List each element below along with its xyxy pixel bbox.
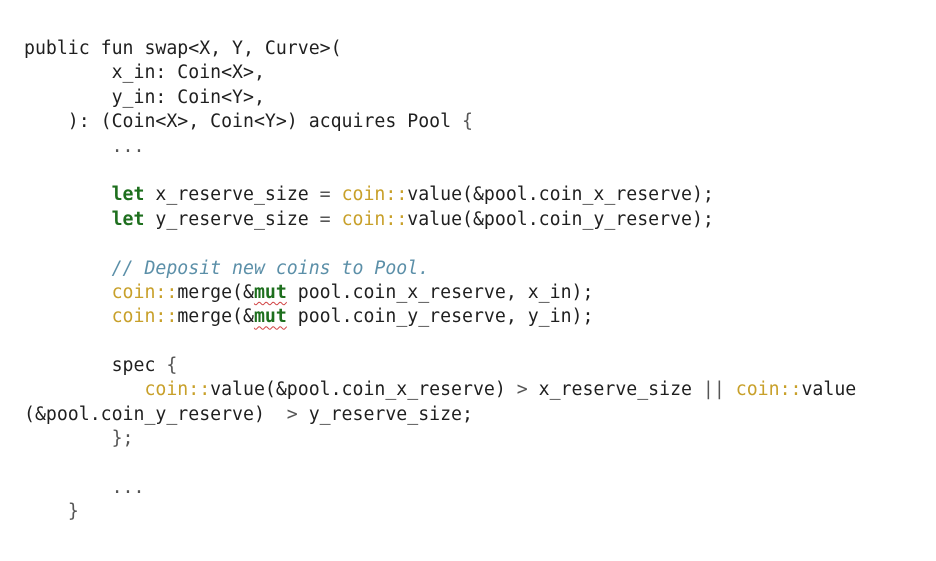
code-token: pool.coin_x_reserve, x_in); <box>286 281 594 303</box>
code-token: ... <box>24 477 145 499</box>
code-token: merge(& <box>177 281 254 303</box>
code-token <box>331 184 342 205</box>
code-token: y_reserve_size <box>144 208 320 230</box>
code-token: let <box>111 208 145 230</box>
code-line: coin::merge(&mut pool.coin_y_reserve, y_… <box>24 305 856 329</box>
code-token: (&pool.coin_y_reserve) <box>24 403 287 425</box>
code-line: let y_reserve_size = coin::value(&pool.c… <box>24 208 856 232</box>
code-line <box>24 232 856 256</box>
code-block: public fun swap<X, Y, Curve>( x_in: Coin… <box>24 37 856 525</box>
code-token <box>24 501 68 522</box>
code-token <box>24 379 144 400</box>
code-token: || <box>702 379 725 401</box>
code-token: coin:: <box>341 184 408 206</box>
code-line: spec { <box>24 354 856 378</box>
code-token: }; <box>111 428 134 450</box>
code-token <box>331 209 342 230</box>
code-line: ... <box>24 135 856 159</box>
code-line: ... <box>24 476 856 500</box>
code-token: value(&pool.coin_x_reserve); <box>407 184 714 206</box>
code-token: = <box>319 208 331 230</box>
code-token: let <box>111 184 145 206</box>
code-token: pool.coin_y_reserve, y_in); <box>286 306 594 328</box>
code-token: value(&pool.coin_x_reserve) <box>210 379 517 401</box>
code-line: coin::value(&pool.coin_x_reserve) > x_re… <box>24 378 856 402</box>
code-token: y_in: Coin<Y>, <box>24 86 265 108</box>
code-token <box>725 379 736 400</box>
code-line: ): (Coin<X>, Coin<Y>) acquires Pool { <box>24 110 856 134</box>
code-line: coin::merge(&mut pool.coin_x_reserve, x_… <box>24 281 856 305</box>
code-line: x_in: Coin<X>, <box>24 61 856 85</box>
code-token: { <box>462 111 473 133</box>
code-line: (&pool.coin_y_reserve) > y_reserve_size; <box>24 403 856 427</box>
code-line: public fun swap<X, Y, Curve>( <box>24 37 856 61</box>
code-token: } <box>67 501 79 523</box>
code-line: }; <box>24 427 856 451</box>
code-token: mut <box>253 281 287 303</box>
code-token: x_reserve_size <box>527 379 703 401</box>
code-token <box>24 258 112 279</box>
code-token: mut <box>253 306 287 328</box>
code-line <box>24 159 856 183</box>
code-token: coin:: <box>341 208 408 230</box>
code-line: } <box>24 500 856 524</box>
code-line <box>24 452 856 476</box>
code-token: = <box>319 184 331 206</box>
code-token: coin:: <box>111 281 178 303</box>
code-line: let x_reserve_size = coin::value(&pool.c… <box>24 183 856 207</box>
code-token: value <box>801 379 857 401</box>
code-token: merge(& <box>177 306 254 328</box>
code-token <box>24 306 112 327</box>
code-token: coin:: <box>144 379 211 401</box>
code-line: y_in: Coin<Y>, <box>24 86 856 110</box>
code-line <box>24 330 856 354</box>
code-token: x_in: Coin<X>, <box>24 62 265 84</box>
code-token <box>24 428 112 449</box>
code-token: public fun swap<X, Y, Curve>( <box>24 38 342 59</box>
code-token: ): (Coin<X>, Coin<Y>) acquires Pool <box>24 111 462 133</box>
code-token: // Deposit new coins to Pool. <box>111 257 430 279</box>
code-token <box>24 282 112 303</box>
code-token: coin:: <box>735 379 802 401</box>
code-line: // Deposit new coins to Pool. <box>24 257 856 281</box>
code-token: coin:: <box>111 306 178 328</box>
code-token: y_reserve_size; <box>297 403 473 425</box>
code-token: ... <box>24 135 145 157</box>
code-token <box>24 184 112 205</box>
code-token: x_reserve_size <box>144 184 320 206</box>
code-token: > <box>516 379 528 401</box>
code-token: > <box>286 403 298 425</box>
code-token: value(&pool.coin_y_reserve); <box>407 208 714 230</box>
code-token <box>24 209 112 230</box>
code-token: spec <box>24 355 167 377</box>
code-token: { <box>166 355 178 377</box>
